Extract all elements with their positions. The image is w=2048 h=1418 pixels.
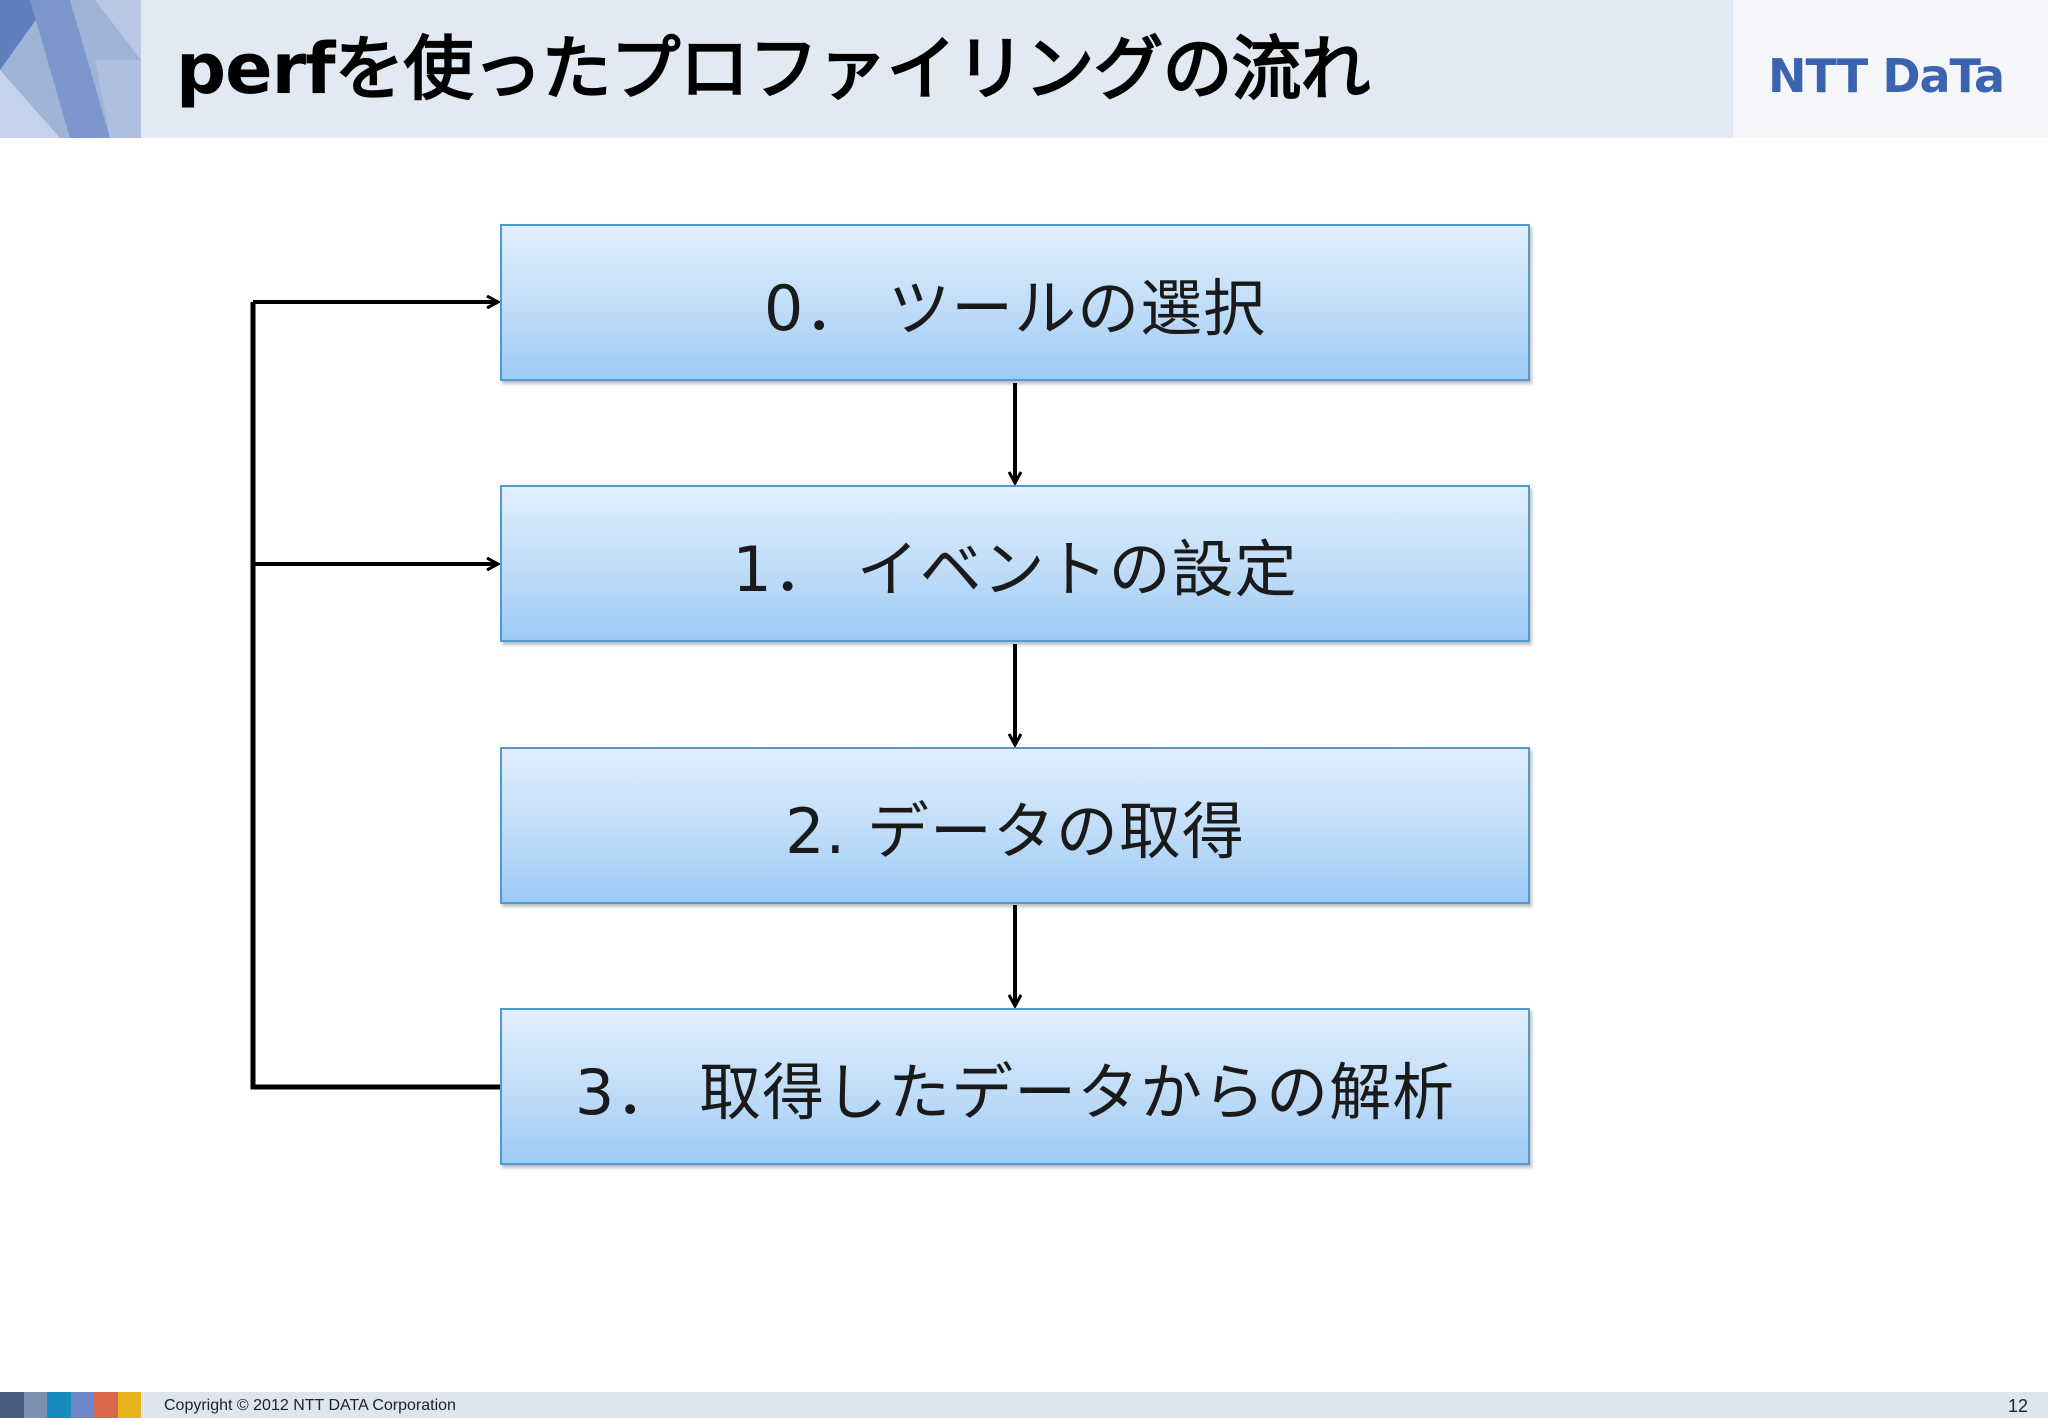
footer-swatch [47,1392,71,1418]
footer-swatch [117,1392,141,1418]
step-box-data-collection: 2. データの取得 [500,747,1530,904]
ntt-data-logo: NTT DaTa [1768,50,2005,98]
step-box-data-analysis: 3． 取得したデータからの解析 [500,1008,1530,1165]
step-box-event-setup: 1． イベントの設定 [500,485,1530,642]
logo-band [1733,0,2048,138]
title-band [141,0,1733,138]
copyright-notice: Copyright © 2012 NTT DATA Corporation [164,1397,456,1414]
footer-swatch [0,1392,24,1418]
page-number: 12 [2007,1396,2028,1416]
svg-text:NTT DaTa: NTT DaTa [1768,50,2004,98]
footer-color-swatches [0,1392,141,1418]
footer-swatch [70,1392,94,1418]
slide-header: perfを使ったプロファイリングの流れ NTT DaTa [0,0,2048,138]
step-label: 1． イベントの設定 [732,532,1298,606]
page-title: perfを使ったプロファイリングの流れ [176,28,1371,110]
header-decoration [0,0,141,138]
slide-footer [0,1392,2048,1418]
footer-swatch [94,1392,118,1418]
step-label: 0． ツールの選択 [763,271,1267,345]
feedback-loop-line [250,302,503,1090]
footer-swatch [23,1392,47,1418]
step-label: 2. データの取得 [785,794,1245,868]
step-box-tool-selection: 0． ツールの選択 [500,224,1530,381]
step-label: 3． 取得したデータからの解析 [574,1055,1456,1129]
